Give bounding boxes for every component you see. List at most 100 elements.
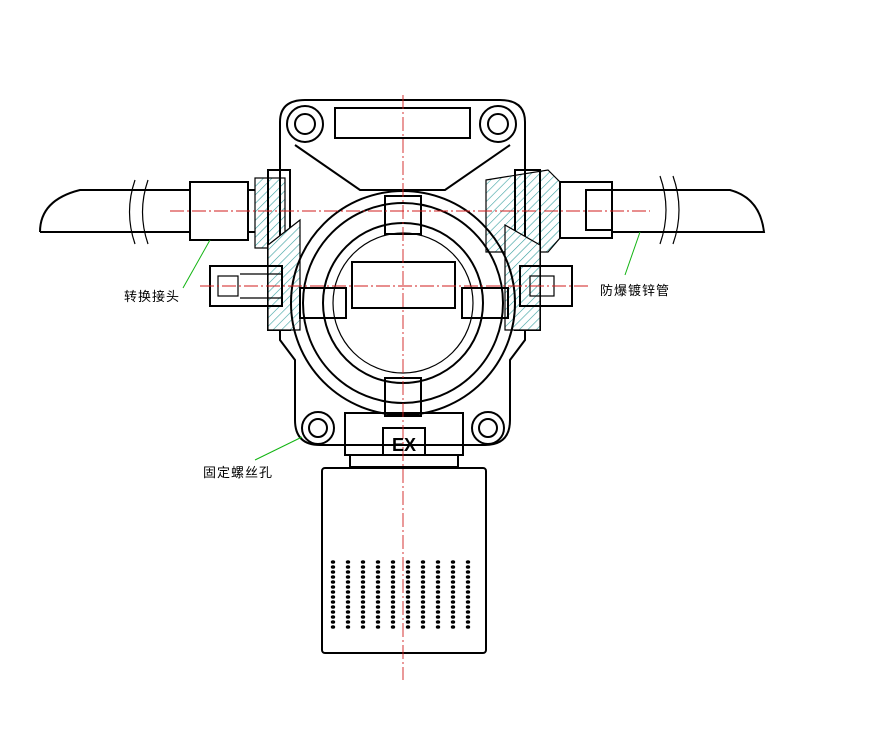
vent-hole bbox=[405, 625, 411, 629]
adapter-leader-line bbox=[182, 239, 211, 289]
vent-hole bbox=[420, 595, 426, 599]
vent-hole bbox=[465, 600, 471, 604]
vent-hole bbox=[435, 610, 441, 614]
vent-hole bbox=[330, 605, 336, 609]
vent-hole bbox=[435, 565, 441, 569]
vent-hole bbox=[375, 620, 381, 624]
vent-hole bbox=[375, 600, 381, 604]
vent-hole bbox=[435, 600, 441, 604]
conduit-label: 防爆镀锌管 bbox=[600, 284, 671, 299]
vent-hole bbox=[345, 595, 351, 599]
vent-hole bbox=[450, 620, 456, 624]
vent-hole bbox=[420, 590, 426, 594]
adapter-label: 转换接头 bbox=[124, 290, 181, 305]
vent-hole bbox=[375, 605, 381, 609]
vent-hole bbox=[330, 570, 336, 574]
vent-hole bbox=[450, 585, 456, 589]
vent-hole bbox=[465, 575, 471, 579]
vent-hole bbox=[450, 580, 456, 584]
vent-hole bbox=[330, 615, 336, 619]
vent-hole bbox=[435, 625, 441, 629]
vent-hole bbox=[450, 570, 456, 574]
vent-hole bbox=[465, 565, 471, 569]
vent-hole bbox=[465, 560, 471, 564]
vent-hole bbox=[330, 610, 336, 614]
vent-hole bbox=[345, 600, 351, 604]
vent-hole bbox=[420, 575, 426, 579]
vent-hole bbox=[420, 620, 426, 624]
vent-hole bbox=[390, 580, 396, 584]
mounting-hole-bottom-left bbox=[301, 411, 335, 445]
vent-hole bbox=[420, 585, 426, 589]
vent-hole bbox=[390, 575, 396, 579]
vent-hole bbox=[360, 600, 366, 604]
vent-hole bbox=[420, 610, 426, 614]
vent-hole bbox=[360, 610, 366, 614]
left-adapter bbox=[189, 177, 286, 249]
vent-hole bbox=[345, 570, 351, 574]
display-window bbox=[351, 261, 456, 309]
vent-hole bbox=[435, 615, 441, 619]
vent-hole bbox=[390, 625, 396, 629]
vent-hole bbox=[435, 595, 441, 599]
vent-hole bbox=[360, 605, 366, 609]
vent-hole bbox=[375, 595, 381, 599]
vent-hole bbox=[465, 585, 471, 589]
vent-hole bbox=[435, 580, 441, 584]
vent-hole bbox=[405, 600, 411, 604]
vent-hole bbox=[375, 585, 381, 589]
vent-hole bbox=[420, 605, 426, 609]
vent-hole bbox=[360, 590, 366, 594]
vent-hole bbox=[345, 620, 351, 624]
vent-hole bbox=[450, 625, 456, 629]
vent-hole bbox=[390, 620, 396, 624]
vent-hole bbox=[390, 610, 396, 614]
vent-hole bbox=[345, 565, 351, 569]
vent-hole bbox=[375, 590, 381, 594]
vent-hole bbox=[330, 580, 336, 584]
vent-hole bbox=[390, 590, 396, 594]
vent-hole bbox=[375, 570, 381, 574]
vent-hole bbox=[375, 575, 381, 579]
vent-hole bbox=[390, 600, 396, 604]
vent-hole bbox=[360, 595, 366, 599]
vent-hole bbox=[405, 580, 411, 584]
vent-hole bbox=[360, 570, 366, 574]
vent-hole bbox=[450, 610, 456, 614]
vent-hole bbox=[345, 560, 351, 564]
vent-hole bbox=[435, 570, 441, 574]
vent-hole bbox=[345, 590, 351, 594]
vent-hole bbox=[405, 620, 411, 624]
vent-hole bbox=[330, 565, 336, 569]
vent-hole bbox=[435, 585, 441, 589]
vent-hole bbox=[405, 585, 411, 589]
vent-hole bbox=[420, 570, 426, 574]
vent-hole bbox=[405, 605, 411, 609]
vent-hole bbox=[360, 615, 366, 619]
vent-holes bbox=[330, 560, 471, 629]
vent-hole bbox=[360, 560, 366, 564]
vent-hole bbox=[345, 580, 351, 584]
vent-hole bbox=[405, 570, 411, 574]
vent-hole bbox=[450, 615, 456, 619]
vent-hole bbox=[465, 620, 471, 624]
vent-hole bbox=[420, 615, 426, 619]
mounting-hole-label: 固定螺丝孔 bbox=[203, 466, 274, 481]
vent-hole bbox=[375, 615, 381, 619]
vent-hole bbox=[330, 595, 336, 599]
vent-hole bbox=[375, 610, 381, 614]
conduit-leader-line bbox=[624, 231, 641, 276]
vent-hole bbox=[390, 565, 396, 569]
vent-hole bbox=[465, 625, 471, 629]
vent-hole bbox=[360, 575, 366, 579]
vent-hole bbox=[375, 560, 381, 564]
vent-hole bbox=[465, 595, 471, 599]
vent-hole bbox=[390, 605, 396, 609]
vent-hole bbox=[330, 590, 336, 594]
vent-hole bbox=[435, 620, 441, 624]
vent-hole bbox=[390, 595, 396, 599]
vent-hole bbox=[360, 565, 366, 569]
vent-hole bbox=[390, 615, 396, 619]
centerlines bbox=[170, 95, 650, 680]
